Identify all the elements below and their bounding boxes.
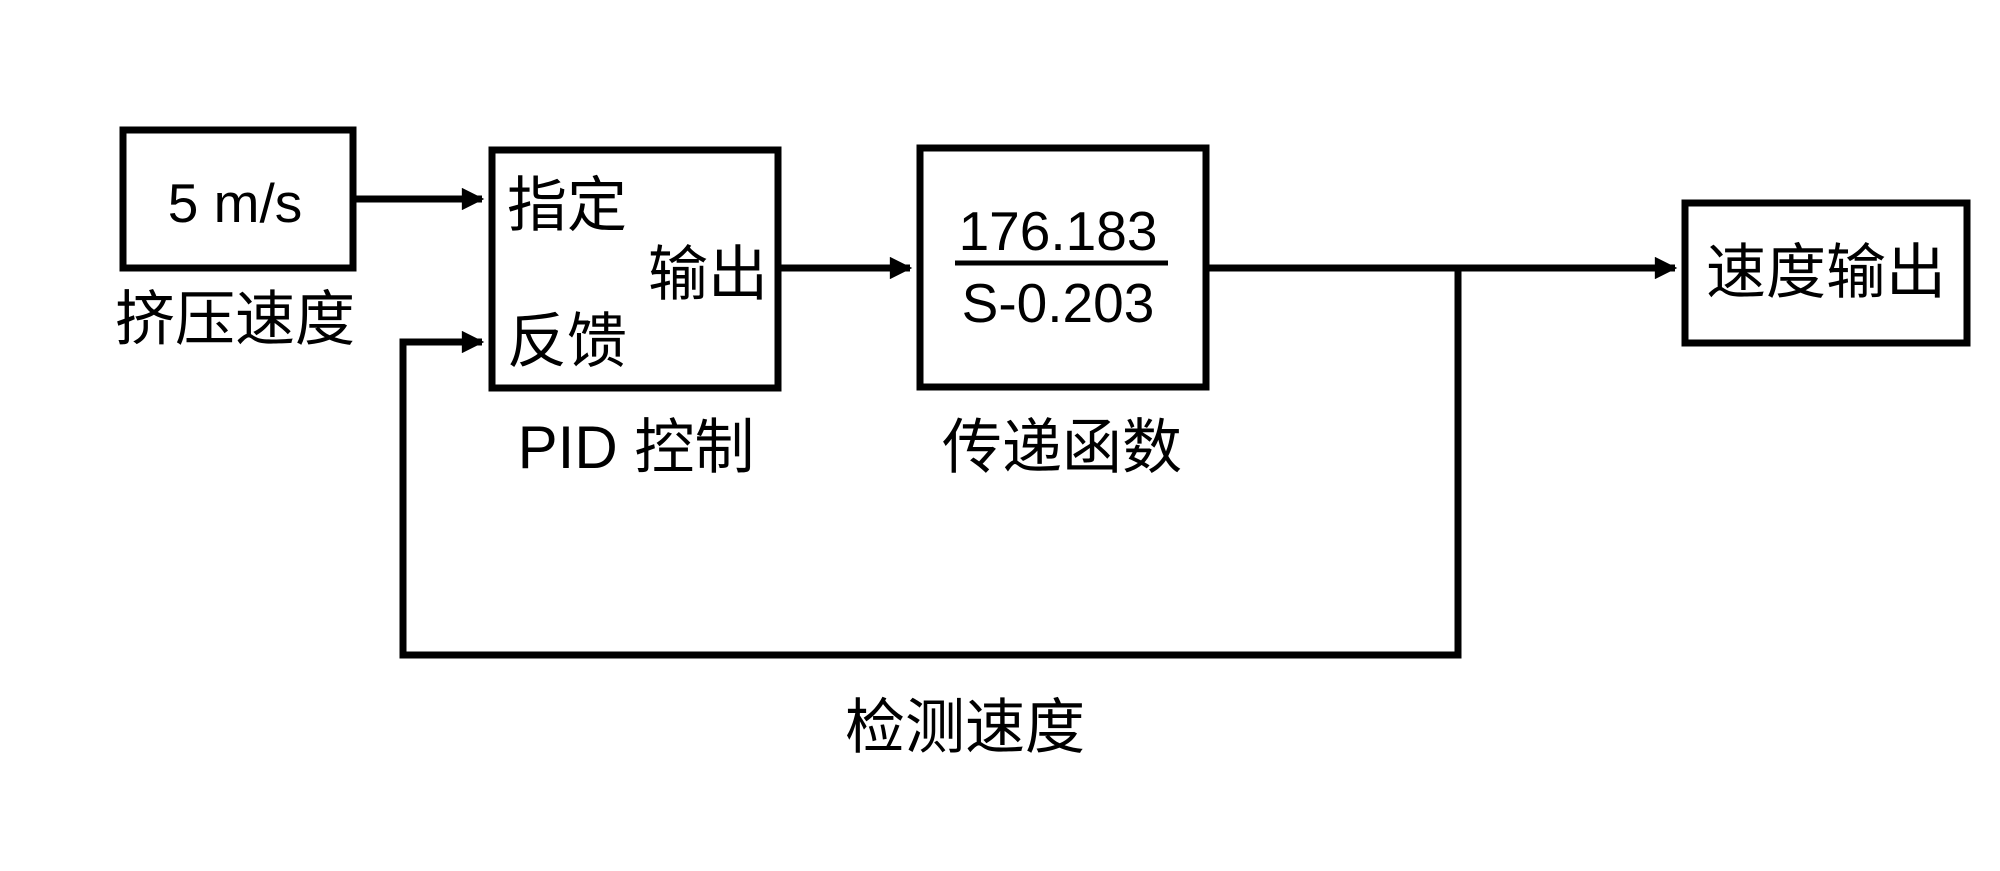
- pid-block: [488, 146, 782, 392]
- pid-port-output: 输出: [648, 241, 768, 308]
- transfer-function-numerator: 176.183: [959, 200, 1158, 262]
- setpoint-caption: 挤压速度: [115, 286, 355, 353]
- velocity-output-label: 速度输出: [1706, 239, 1946, 306]
- setpoint-block: [119, 126, 357, 272]
- feedback-label: 检测速度: [845, 694, 1085, 761]
- pid-caption: PID 控制: [518, 414, 755, 481]
- wire-feedback-loop-arrow: [399, 268, 1462, 659]
- pid-port-feedback: 反馈: [507, 308, 627, 375]
- pid-port-setpoint: 指定: [507, 172, 627, 239]
- transfer-function-caption: 传递函数: [942, 414, 1182, 481]
- transfer-function-denominator: S-0.203: [962, 272, 1155, 334]
- velocity-output-block: [1681, 199, 1971, 347]
- transfer-function-block: [916, 144, 1210, 391]
- setpoint-value: 5 m/s: [168, 172, 302, 234]
